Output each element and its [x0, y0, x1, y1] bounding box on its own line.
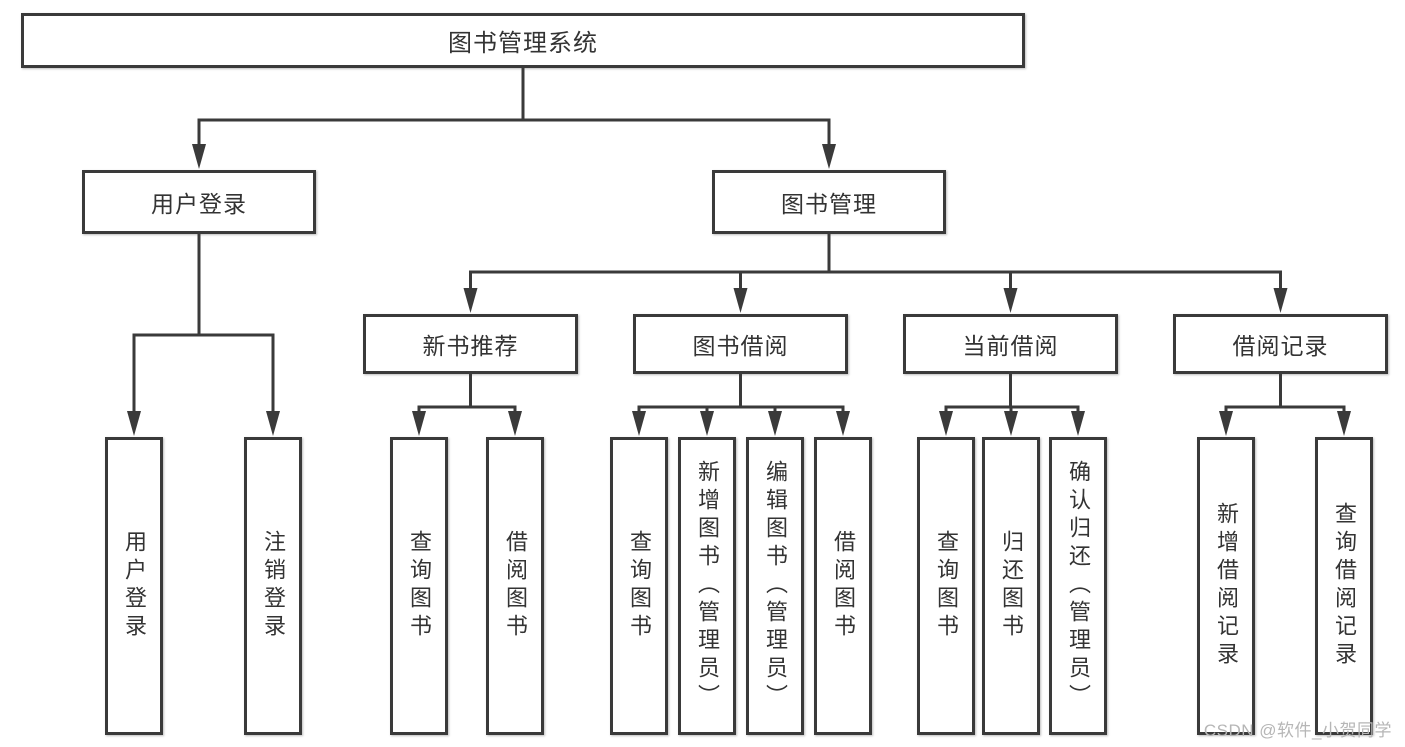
- node-label: 借阅记录: [1232, 333, 1329, 359]
- leaf-add-borrow-record: 新增借阅记录: [1197, 437, 1255, 735]
- node-label: 新增借阅记录: [1214, 502, 1239, 670]
- node-library-management-system: 图书管理系统: [21, 13, 1025, 68]
- node-label: 用户登录: [151, 191, 247, 217]
- node-label: 图书管理系统: [448, 30, 598, 57]
- node-label: 借阅图书: [831, 530, 856, 642]
- node-label: 归还图书: [999, 530, 1024, 642]
- node-label: 编辑图书（管理员）: [763, 460, 788, 712]
- node-label: 确认归还（管理员）: [1066, 460, 1091, 712]
- leaf-query-books-recommend: 查询图书: [390, 437, 448, 735]
- node-label: 图书管理: [781, 191, 877, 217]
- node-new-book-recommend: 新书推荐: [363, 314, 578, 374]
- node-label: 新增图书（管理员）: [695, 460, 720, 712]
- node-label: 查询图书: [407, 530, 432, 642]
- node-label: 查询图书: [934, 530, 959, 642]
- leaf-borrow-books: 借阅图书: [814, 437, 872, 735]
- leaf-query-borrow-record: 查询借阅记录: [1315, 437, 1373, 735]
- node-book-management: 图书管理: [712, 170, 946, 234]
- node-label: 用户登录: [122, 530, 147, 642]
- node-current-borrow: 当前借阅: [903, 314, 1118, 374]
- watermark: CSDN @软件_小贺同学: [1203, 721, 1392, 740]
- leaf-edit-book-admin: 编辑图书（管理员）: [746, 437, 804, 735]
- leaf-add-book-admin: 新增图书（管理员）: [678, 437, 736, 735]
- leaf-confirm-return-admin: 确认归还（管理员）: [1049, 437, 1107, 735]
- node-user-login: 用户登录: [82, 170, 316, 234]
- leaf-borrow-books-recommend: 借阅图书: [486, 437, 544, 735]
- node-label: 查询图书: [627, 530, 652, 642]
- node-label: 新书推荐: [422, 333, 519, 359]
- node-book-borrow: 图书借阅: [633, 314, 848, 374]
- leaf-user-login: 用户登录: [105, 437, 163, 735]
- leaf-query-books-current: 查询图书: [917, 437, 975, 735]
- node-borrow-records: 借阅记录: [1173, 314, 1388, 374]
- node-label: 注销登录: [261, 530, 286, 642]
- leaf-return-books: 归还图书: [982, 437, 1040, 735]
- node-label: 查询借阅记录: [1332, 502, 1357, 670]
- leaf-logout: 注销登录: [244, 437, 302, 735]
- node-label: 图书借阅: [692, 333, 789, 359]
- node-label: 当前借阅: [962, 333, 1059, 359]
- leaf-query-books-borrow: 查询图书: [610, 437, 668, 735]
- node-label: 借阅图书: [503, 530, 528, 642]
